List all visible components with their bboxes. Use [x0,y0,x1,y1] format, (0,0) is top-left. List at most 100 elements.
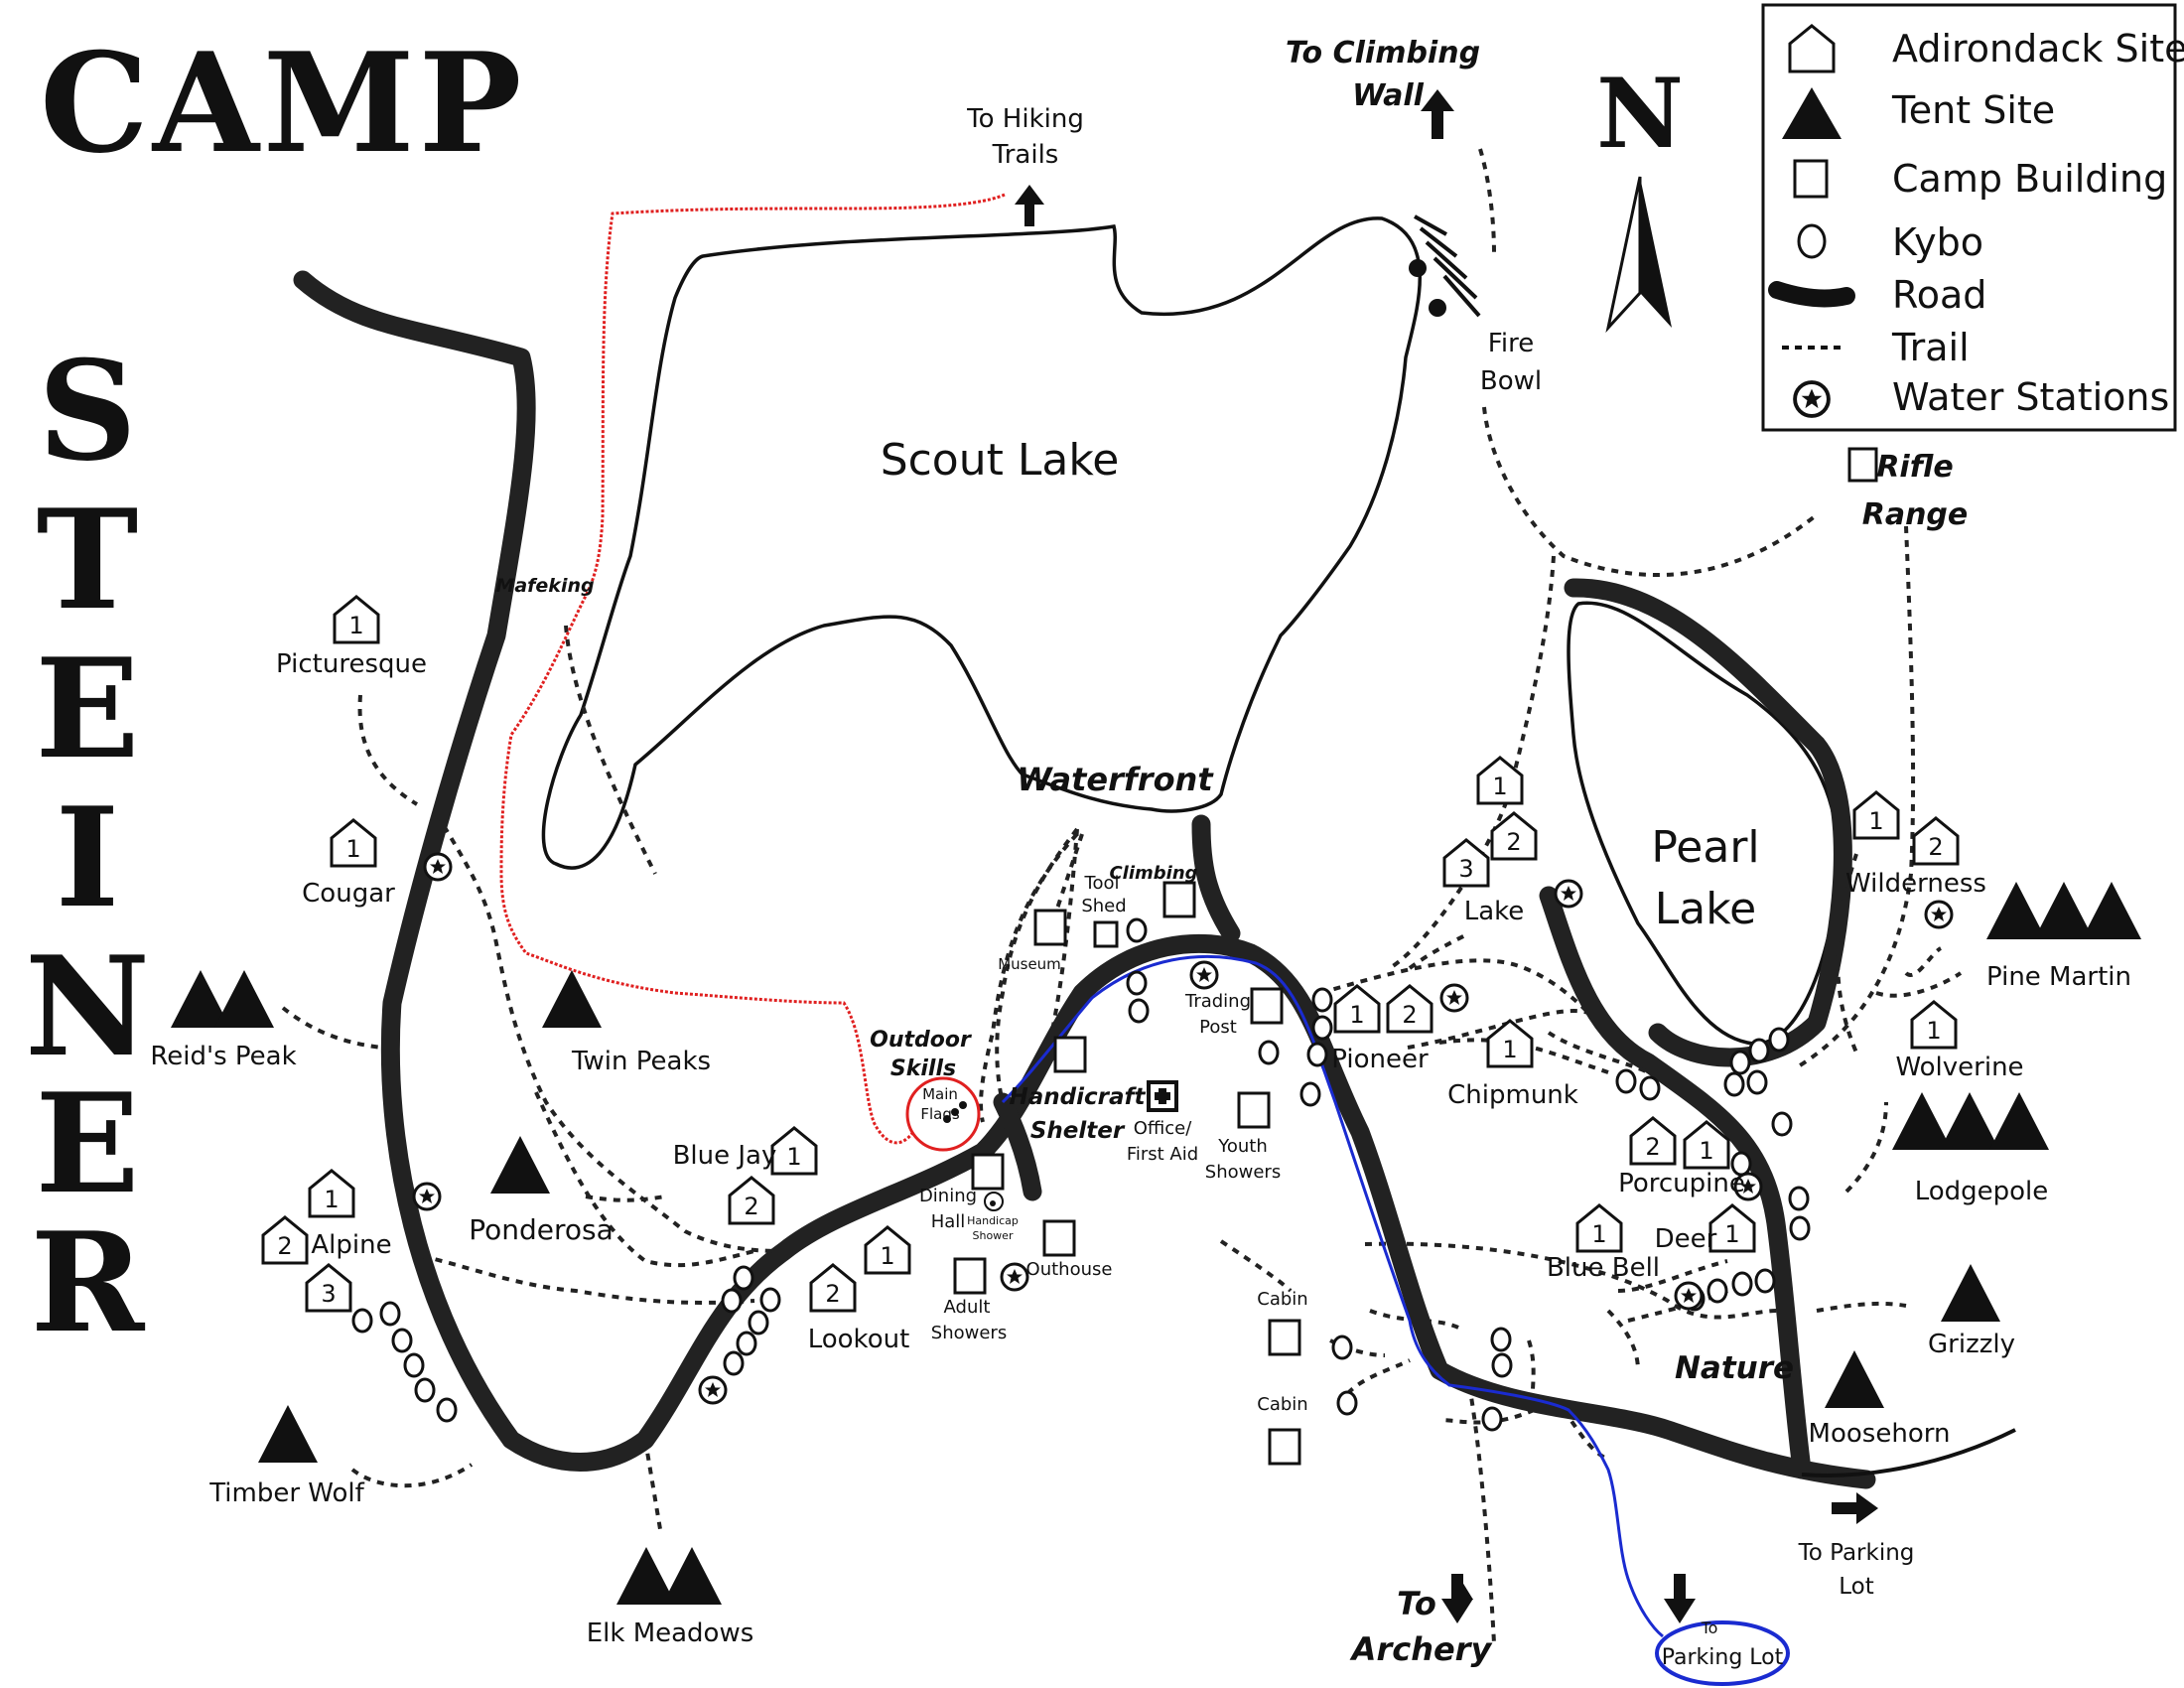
adirondack-sites: 1 1 1 2 3 1 2 1 2 1 2 3 1 2 1 1 2 1 2 1 … [261,595,1960,1313]
tool-shed-label: Shed [1081,896,1126,916]
to-hiking-trails-label: Trails [992,140,1059,170]
site-label-blue-bell: Blue Bell [1547,1253,1660,1283]
svg-text:2: 2 [277,1232,292,1260]
adult-showers-label: Adult [944,1297,991,1318]
kybo-group [351,917,1811,1432]
legend-label: Adirondack Site [1892,27,2184,70]
title-letter: E [35,1062,139,1224]
office-first-aid-label: Office/ [1134,1118,1193,1139]
svg-text:3: 3 [1458,855,1473,883]
water-station-icon [1793,380,1831,418]
site-label-picturesque: Picturesque [276,649,427,679]
handicap-shower-label: Shower [973,1229,1014,1242]
compass: N [1596,58,1684,334]
cabin-label: Cabin [1257,1394,1307,1415]
waterfront-label: Waterfront [1017,761,1214,798]
tent-icon [1782,87,1842,139]
outhouse-label: Outhouse [1026,1259,1113,1280]
youth-showers-label: Showers [1205,1162,1281,1183]
site-label-wolverine: Wolverine [1895,1053,2023,1082]
svg-text:1: 1 [1502,1036,1517,1063]
mafeking-trail-label: Mafeking [495,575,594,597]
up-arrow-icon [1015,185,1044,226]
fire-bowl-benches [1414,214,1481,318]
title-letter: T [37,479,139,640]
site-label-alpine: Alpine [311,1230,391,1260]
legend-label: Trail [1891,326,1970,369]
svg-text:1: 1 [345,835,360,863]
scout-lake-label: Scout Lake [881,435,1120,486]
svg-text:2: 2 [1402,1001,1417,1029]
svg-text:1: 1 [1349,1001,1364,1029]
site-label-grizzly: Grizzly [1928,1330,2015,1359]
to-climbing-wall-label: Wall [1352,78,1425,113]
svg-text:2: 2 [825,1280,840,1308]
pearl-lake-label: Pearl [1651,822,1759,873]
site-label-timber-wolf: Timber Wolf [208,1478,364,1508]
site-label-elk-meadows: Elk Meadows [587,1618,754,1648]
tent-sites [171,882,2141,1605]
title-letter: E [35,628,139,789]
nature-label: Nature [1675,1350,1794,1386]
compass-north-letter: N [1596,58,1684,170]
tool-shed-label: Tool [1084,873,1120,894]
svg-text:3: 3 [321,1280,336,1308]
title-letter: R [31,1201,146,1363]
legend: Adirondack Site Tent Site Camp Building … [1761,3,2184,432]
trading-post-label: Trading [1184,991,1251,1012]
camp-buildings [953,881,1301,1466]
legend-label: Kybo [1892,220,1983,264]
legend-label: Camp Building [1892,157,2167,201]
svg-text:1: 1 [1591,1220,1606,1248]
handicap-shower-label: Handicap [967,1214,1019,1227]
youth-showers-label: Youth [1217,1136,1268,1157]
to-archery-label: To [1397,1585,1436,1622]
to-hiking-trails-label: To Hiking [966,104,1084,134]
dining-hall-label: Hall [931,1211,966,1232]
rifle-range-label: Range [1862,497,1969,532]
site-label-twin-peaks: Twin Peaks [571,1047,711,1076]
site-label-deer: Deer [1655,1224,1717,1254]
climbing-label: Climbing [1109,863,1197,884]
west-loop-road [293,270,1876,1489]
down-arrow-icon [1664,1574,1696,1623]
svg-text:1: 1 [880,1242,894,1270]
first-aid-icon [1147,1080,1178,1112]
main-flags-label: Main [922,1085,958,1103]
site-label-wilderness: Wilderness [1845,869,1986,899]
site-label-pioneer: Pioneer [1331,1045,1429,1074]
site-label-lookout: Lookout [808,1325,910,1354]
rifle-range-label: Rifle [1876,450,1953,485]
parking-lot-label: Parking Lot [1662,1645,1784,1670]
to-climbing-wall-label: To Climbing [1286,36,1480,70]
svg-text:1: 1 [1724,1220,1739,1248]
office-first-aid-label: First Aid [1127,1144,1198,1165]
fire-bowl-label: Bowl [1480,366,1542,396]
dining-hall-spur-road [993,1092,1042,1201]
to-archery-label: Archery [1349,1630,1493,1668]
main-flags-highlight [905,1076,981,1152]
site-label-porcupine: Porcupine [1618,1169,1745,1198]
svg-text:2: 2 [1506,828,1521,856]
svg-text:1: 1 [1926,1017,1941,1045]
road-icon [1768,281,1855,308]
svg-text:1: 1 [348,612,363,639]
site-label-lake: Lake [1464,897,1525,926]
svg-text:1: 1 [1492,773,1507,800]
svg-text:1: 1 [786,1143,801,1171]
cabin-label: Cabin [1257,1289,1307,1310]
svg-text:1: 1 [1699,1137,1713,1165]
title-letter: I [56,776,120,938]
to-parking-lot-label: To Parking [1798,1540,1915,1566]
waterfront-road [1191,814,1241,943]
kybo-icon [1797,223,1827,259]
svg-text:2: 2 [1928,833,1943,861]
svg-text:1: 1 [324,1186,339,1213]
east-road-tail [1801,1428,2016,1477]
adult-showers-label: Showers [931,1323,1007,1343]
title-letter: S [38,330,137,492]
trading-post-label: Post [1199,1017,1237,1038]
wheelchair-icon [984,1192,1004,1211]
legend-label: Water Stations [1892,375,2169,419]
